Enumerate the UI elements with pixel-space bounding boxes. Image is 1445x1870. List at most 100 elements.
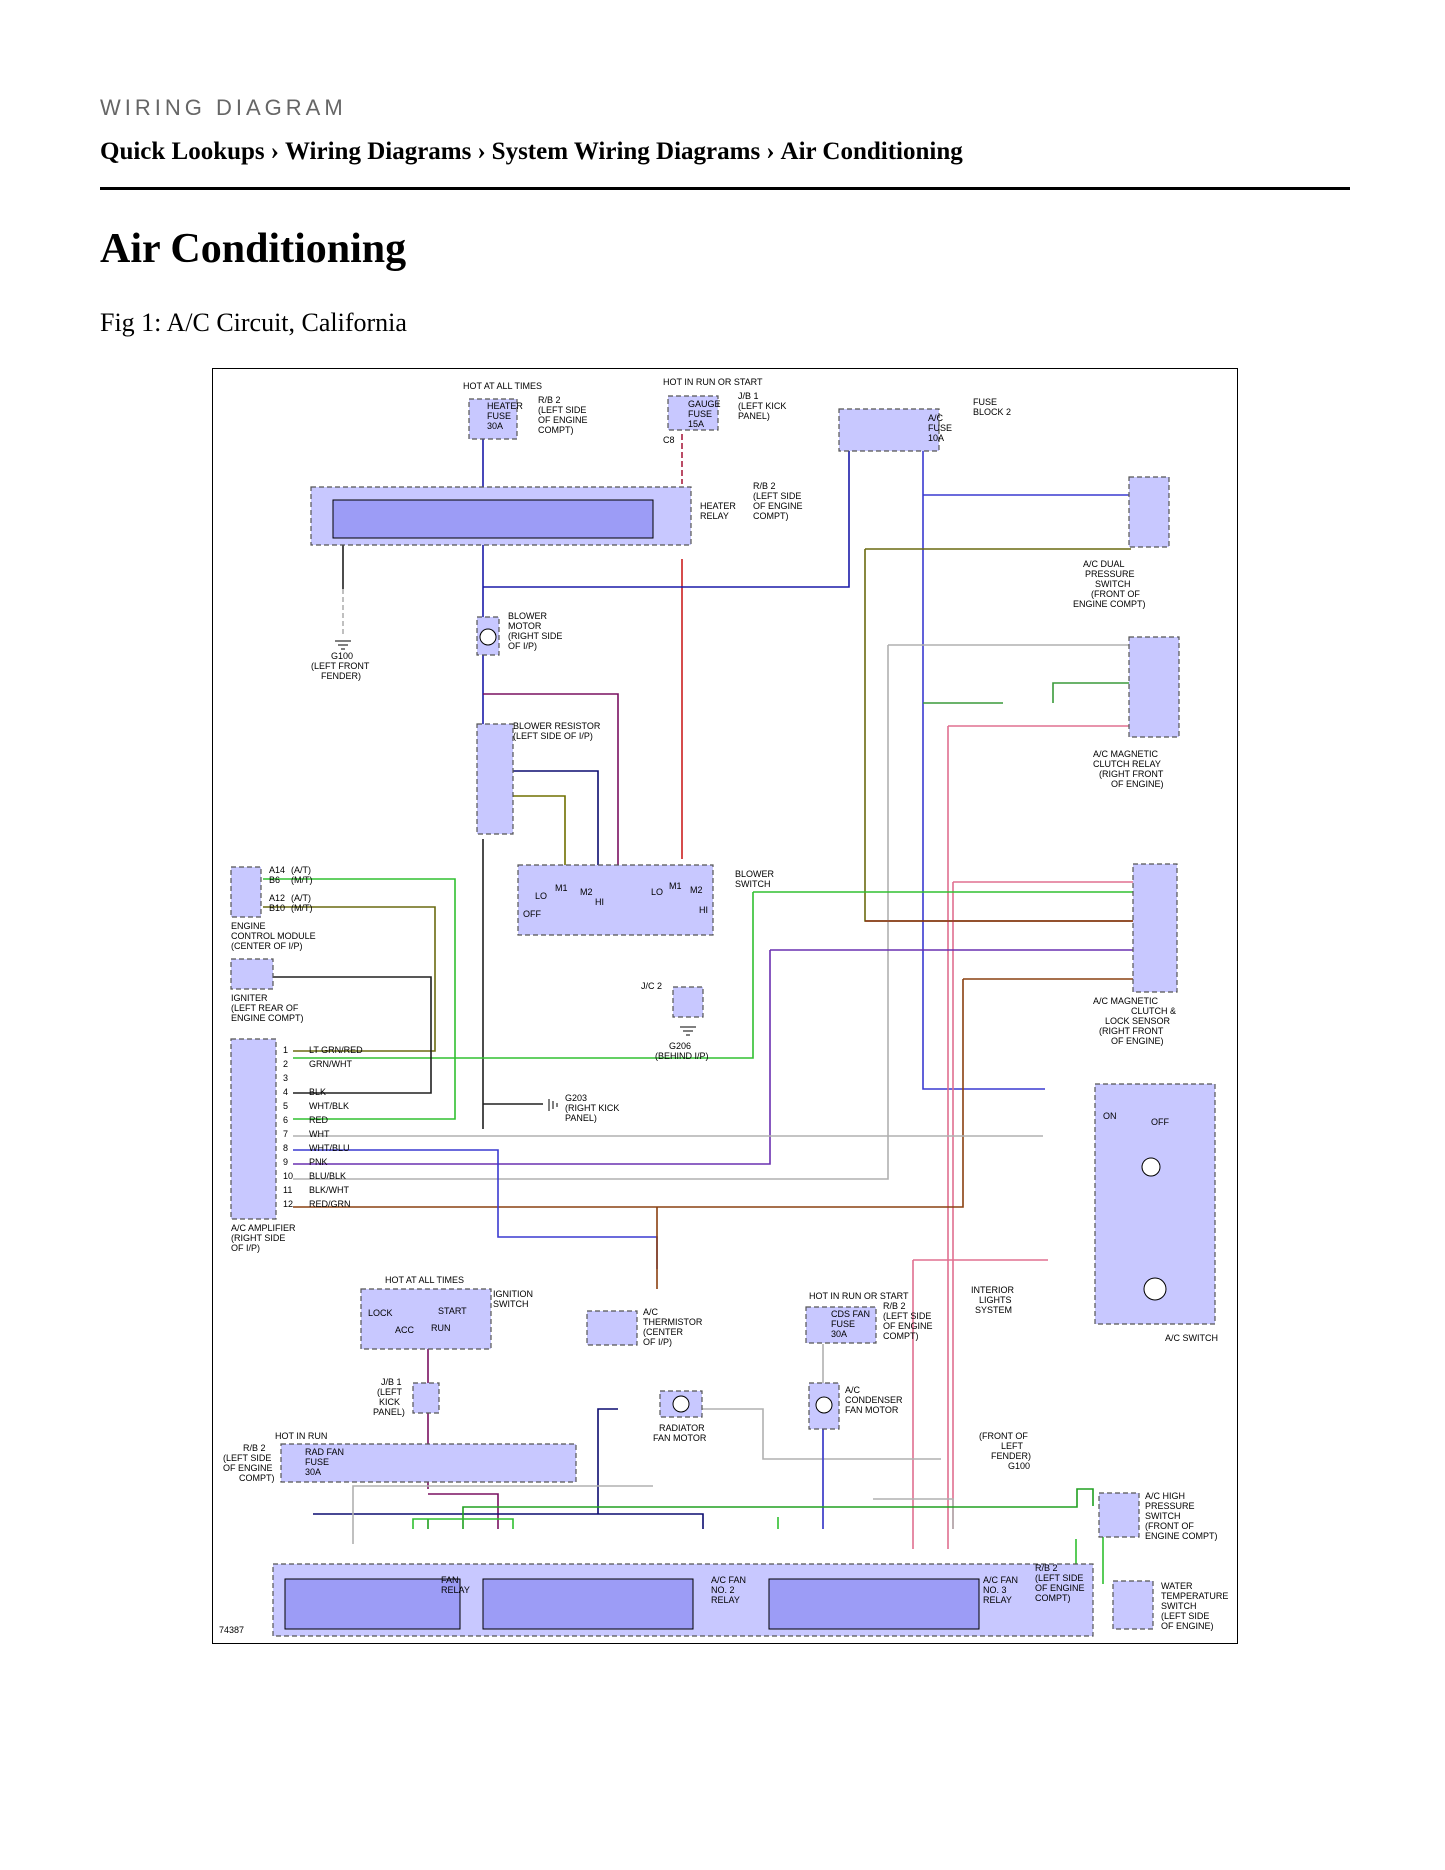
ac-fan-no2-label-2: RELAY — [711, 1595, 740, 1605]
ac-mag-clutch-relay-label-0: A/C MAGNETIC — [1093, 749, 1159, 759]
page-title: Air Conditioning — [100, 226, 407, 272]
radiator-motor-icon — [672, 1395, 690, 1413]
igniter-box — [230, 958, 274, 990]
rb2-label-0: R/B 2 — [538, 395, 561, 405]
blower-switch-box — [517, 864, 714, 936]
ac-fuse-label-0: A/C — [928, 413, 944, 423]
amp-pin-1: 1 — [283, 1045, 288, 1055]
ac-dual-pressure-label-0: A/C DUAL — [1083, 559, 1125, 569]
wire-pnk-grn — [293, 978, 1133, 1208]
blower-switch-m1-1: M1 — [555, 883, 568, 893]
heater-relay-inner — [332, 499, 654, 539]
wire-wht-blu-dual — [922, 447, 1133, 1090]
blower-motor-label-0: BLOWER — [508, 611, 548, 621]
ac-amplifier-label-0: A/C AMPLIFIER — [231, 1223, 296, 1233]
cds-rb2-label-3: COMPT) — [883, 1331, 919, 1341]
amp-wire-10: BLU/BLK — [309, 1171, 346, 1181]
blower-switch-hi-2: HI — [699, 905, 708, 915]
g100-left-label-3: G100 — [1008, 1461, 1030, 1471]
amp-wire-4: BLK — [309, 1087, 326, 1097]
ac-high-pressure-label-1: PRESSURE — [1145, 1501, 1195, 1511]
blower-switch-off: OFF — [523, 909, 541, 919]
water-temp-switch-box — [1112, 1580, 1154, 1630]
blower-switch-label-0: BLOWER — [735, 869, 775, 879]
ecm-pin-a14: A14 — [269, 865, 285, 875]
ground-g100-icon — [335, 640, 351, 650]
hot-in-run-or-start-label: HOT IN RUN OR START — [663, 377, 763, 387]
jb1-left-kick-label-3: PANEL) — [373, 1407, 405, 1417]
blower-motor-label-2: (RIGHT SIDE — [508, 631, 562, 641]
breadcrumb-item-air-conditioning[interactable]: Air Conditioning — [780, 138, 963, 165]
jb1-kick-label-1: (LEFT KICK — [738, 401, 786, 411]
blower-resistor-label-1: (LEFT SIDE OF I/P) — [513, 731, 593, 741]
wire-blu-blk-radiator — [313, 1408, 704, 1529]
wire-blk-igniter — [263, 976, 432, 1094]
breadcrumb-separator: › — [477, 138, 486, 165]
blower-resistor-box — [476, 723, 514, 835]
rb2-relay-label-2: OF ENGINE — [753, 501, 803, 511]
ac-high-pressure-label-4: ENGINE COMPT) — [1145, 1531, 1218, 1541]
cds-rb2-label-2: OF ENGINE — [883, 1321, 933, 1331]
amp-wire-11: BLK/WHT — [309, 1185, 350, 1195]
ac-fuse-label-2: 10A — [928, 433, 944, 443]
breadcrumb-separator: › — [766, 138, 775, 165]
heater-fuse-box — [468, 398, 518, 440]
ac-mag-clutch-relay-label-2: (RIGHT FRONT — [1099, 769, 1164, 779]
jb1-kick-label-2: PANEL) — [738, 411, 770, 421]
amp-pin-8: 8 — [283, 1143, 288, 1153]
ign-run: RUN — [431, 1323, 451, 1333]
water-temp-label-2: SWITCH — [1161, 1601, 1197, 1611]
ignition-switch-label-1: SWITCH — [493, 1299, 529, 1309]
wire-lt-grn-relay — [412, 1517, 779, 1529]
ac-high-pressure-label-3: (FRONT OF — [1145, 1521, 1194, 1531]
ac-mag-clutch-relay-box — [1128, 636, 1180, 738]
section-label: WIRING DIAGRAM — [100, 95, 347, 120]
water-temp-label-1: TEMPERATURE — [1161, 1591, 1228, 1601]
jb1-left-kick-label-2: KICK — [379, 1397, 400, 1407]
jc2-label: J/C 2 — [641, 981, 662, 991]
ac-mag-clutch-lock-label-2: LOCK SENSOR — [1105, 1016, 1171, 1026]
igniter-label-1: (LEFT REAR OF — [231, 1003, 299, 1013]
rb2-relay-label-1: (LEFT SIDE — [753, 491, 801, 501]
relay-rb2-label-3: COMPT) — [1035, 1593, 1071, 1603]
ac-fuse-label-1: FUSE — [928, 423, 952, 433]
amp-pin-7: 7 — [283, 1129, 288, 1139]
ign-acc: ACC — [395, 1325, 415, 1335]
breadcrumb-item-system-wiring-diagrams[interactable]: System Wiring Diagrams — [491, 138, 761, 165]
blower-resistor-label-0: BLOWER RESISTOR — [513, 721, 601, 731]
ac-fuse-box — [838, 408, 940, 452]
ecm-pin-b10: B10 — [269, 903, 285, 913]
ac-fan-no3-inner — [768, 1578, 980, 1630]
ecm-pin-mt-1: (M/T) — [291, 875, 313, 885]
blower-motor-label-1: MOTOR — [508, 621, 542, 631]
amp-pin-3: 3 — [283, 1073, 288, 1083]
blower-switch-m1-2: M1 — [669, 881, 682, 891]
condenser-motor-icon — [815, 1396, 833, 1414]
ac-switch-off: OFF — [1151, 1117, 1169, 1127]
wire-blu-wht — [483, 451, 850, 588]
breadcrumb-item-quick-lookups[interactable]: Quick Lookups — [100, 138, 265, 165]
amp-pin-5: 5 — [283, 1101, 288, 1111]
wires — [263, 434, 1133, 1584]
ground-g203-icon — [548, 1099, 558, 1111]
cds-rb2-label-1: (LEFT SIDE — [883, 1311, 931, 1321]
radiator-fan-motor-label-1: FAN MOTOR — [653, 1433, 707, 1443]
wire-lt-grn-blk-hp — [427, 1488, 1094, 1529]
amp-pin-11: 11 — [283, 1185, 292, 1195]
ac-condenser-fan-label-2: FAN MOTOR — [845, 1405, 899, 1415]
interior-lights-label-2: SYSTEM — [975, 1305, 1012, 1315]
ac-thermistor-label-0: A/C — [643, 1307, 659, 1317]
ac-thermistor-label-2: (CENTER — [643, 1327, 683, 1337]
ignition-switch-label-0: IGNITION — [493, 1289, 533, 1299]
blower-switch-lo-1: LO — [535, 891, 547, 901]
breadcrumb-item-wiring-diagrams[interactable]: Wiring Diagrams — [285, 138, 472, 165]
rad-fan-fuse-label-2: 30A — [305, 1467, 321, 1477]
relay-rb2-label-2: OF ENGINE — [1035, 1583, 1085, 1593]
rb2-label-1: (LEFT SIDE — [538, 405, 586, 415]
cds-fan-fuse-label-2: 30A — [831, 1329, 847, 1339]
amp-wire-1: LT GRN/RED — [309, 1045, 363, 1055]
gauge-fuse-box — [667, 395, 719, 431]
amp-wire-9: PNK — [309, 1157, 328, 1167]
ecm-pin-a12: A12 — [269, 893, 285, 903]
rb2-relay-label-0: R/B 2 — [753, 481, 776, 491]
